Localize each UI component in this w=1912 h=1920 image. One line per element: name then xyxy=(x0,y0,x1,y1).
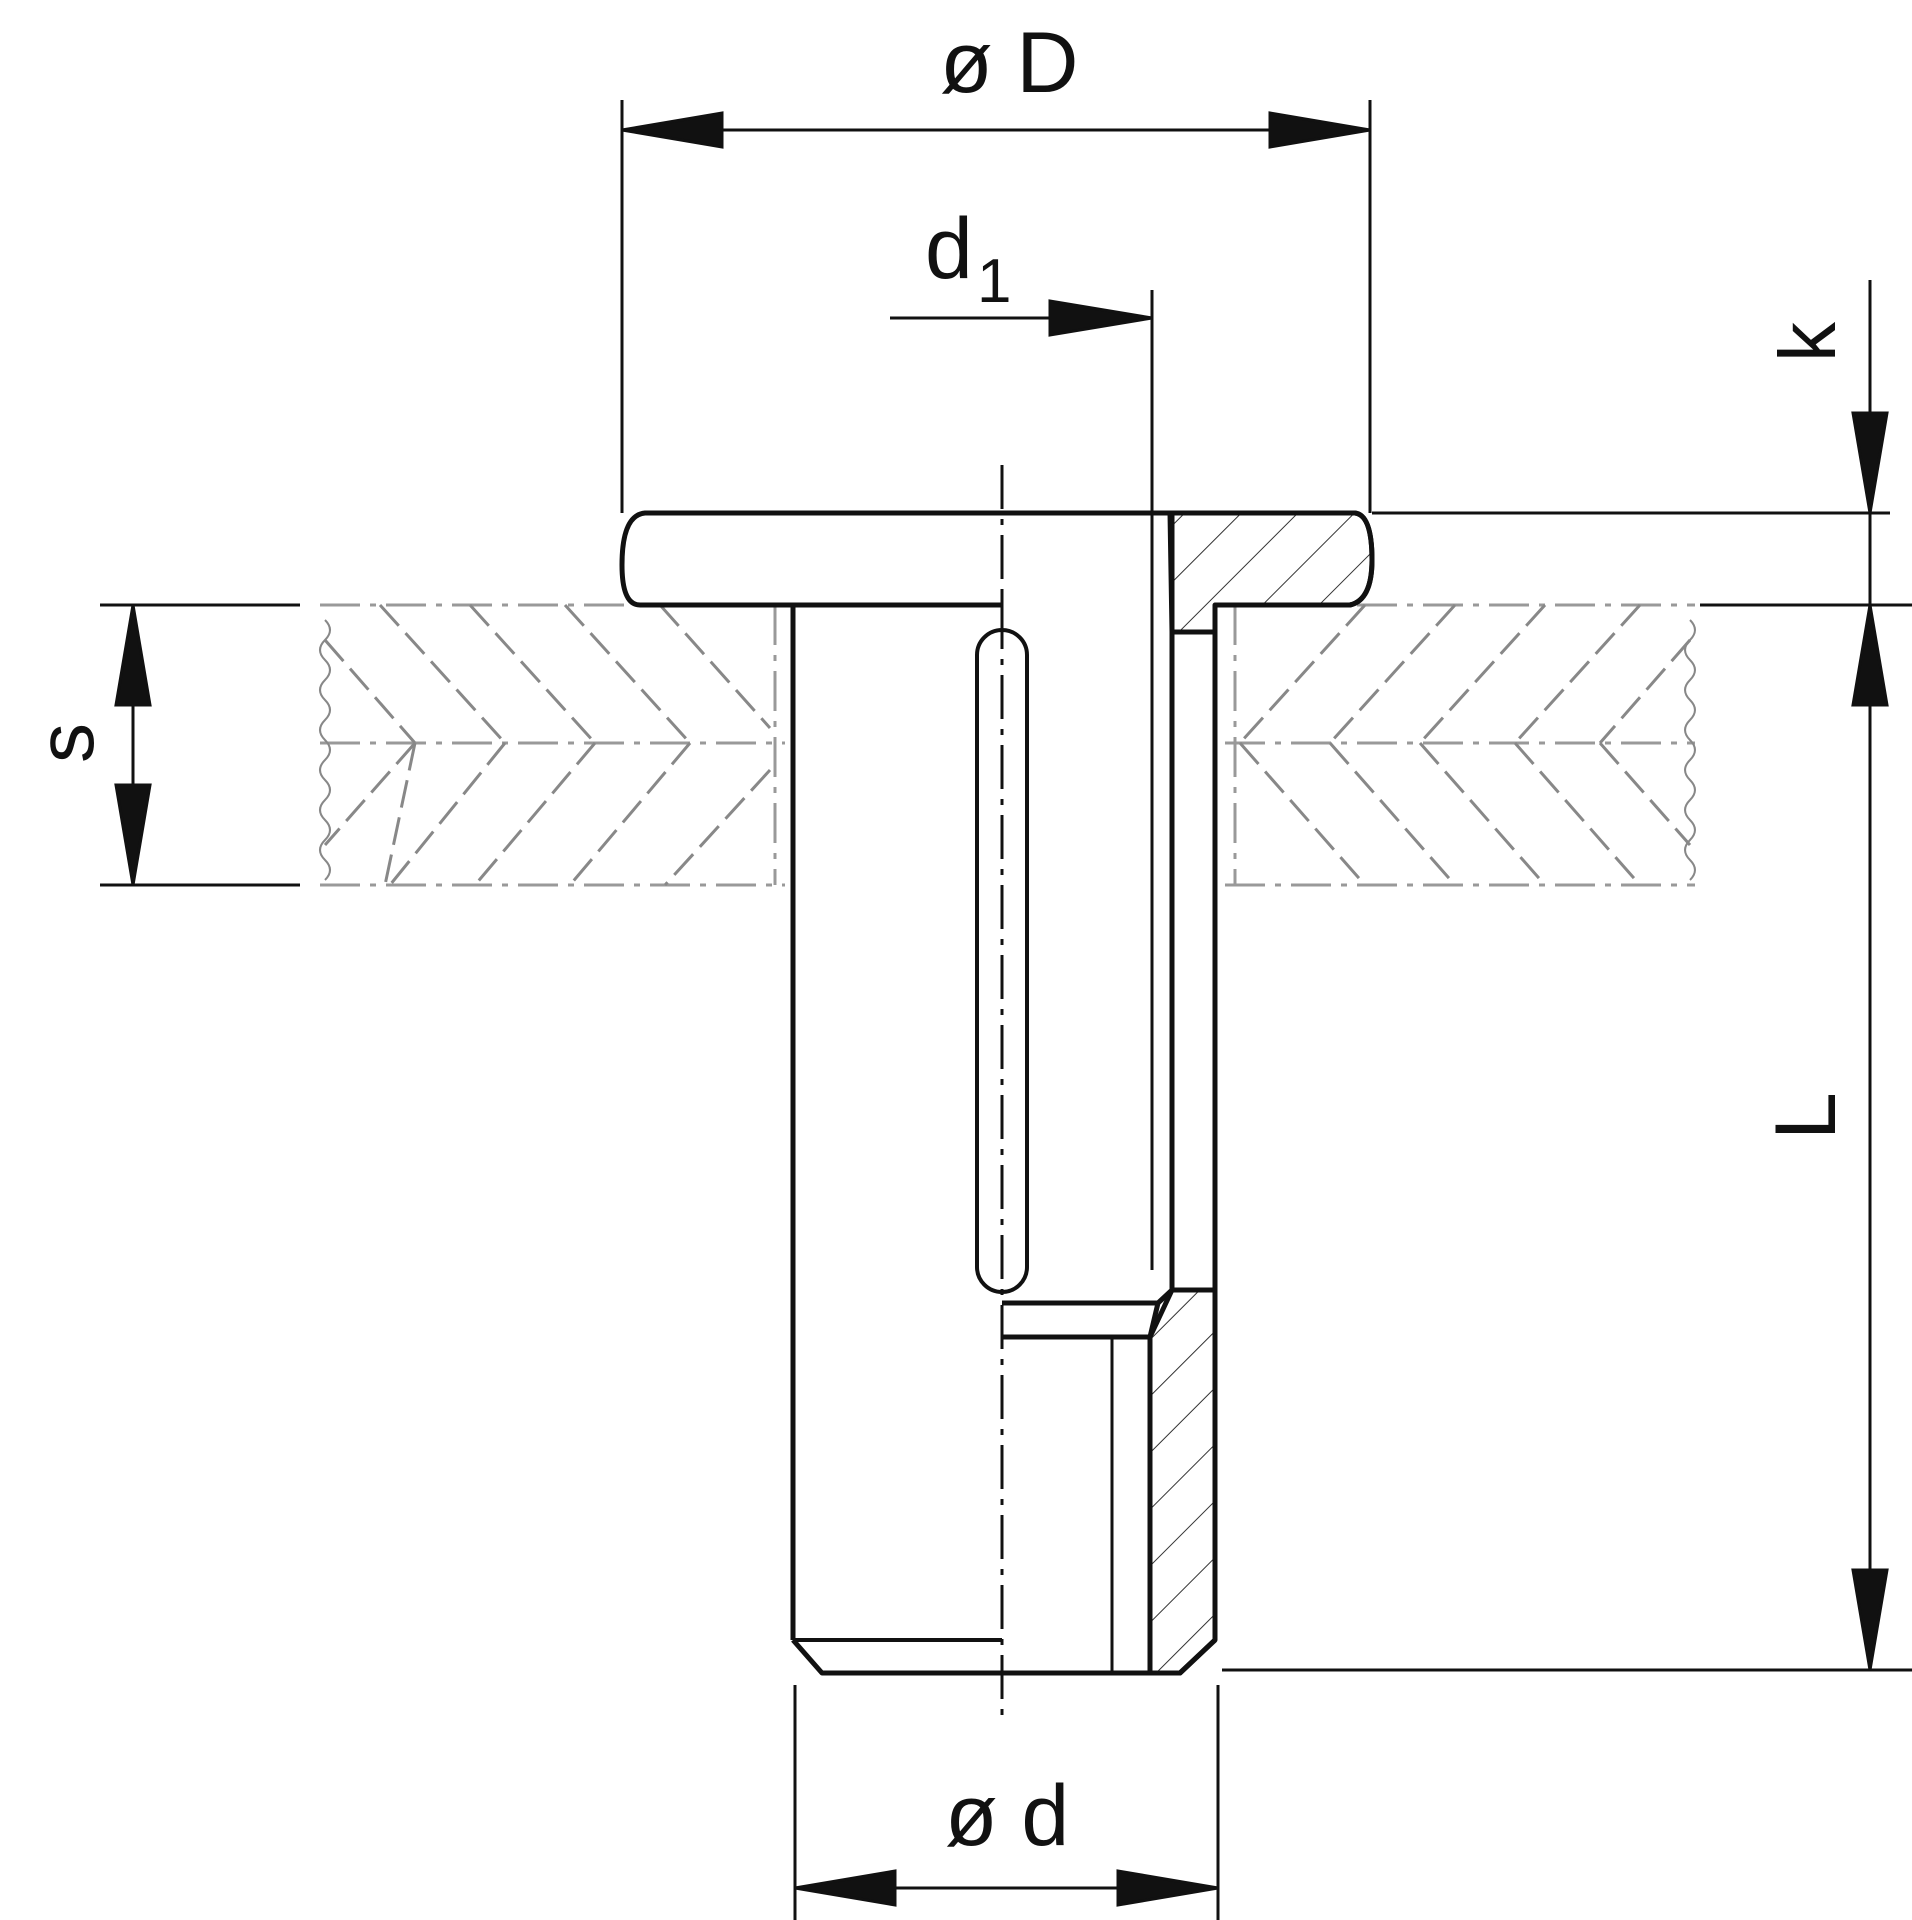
label-d1-main: d xyxy=(925,201,973,297)
head-section-hatch xyxy=(1167,510,1375,635)
thread-section-hatch xyxy=(1147,1287,1218,1676)
workpiece-left xyxy=(319,603,785,887)
label-k: k xyxy=(1763,321,1852,362)
label-shank-diameter: ø d xyxy=(945,1768,1069,1864)
dimension-lines xyxy=(100,100,1912,1920)
label-s: s xyxy=(21,723,110,763)
workpiece-right xyxy=(1225,603,1696,887)
label-d1-sub: 1 xyxy=(977,247,1011,316)
label-L: L xyxy=(1758,1092,1854,1140)
label-d1: d 1 xyxy=(925,201,1011,316)
label-outer-diameter: ø D xyxy=(940,15,1079,111)
rivet-nut-part xyxy=(619,510,1375,1676)
